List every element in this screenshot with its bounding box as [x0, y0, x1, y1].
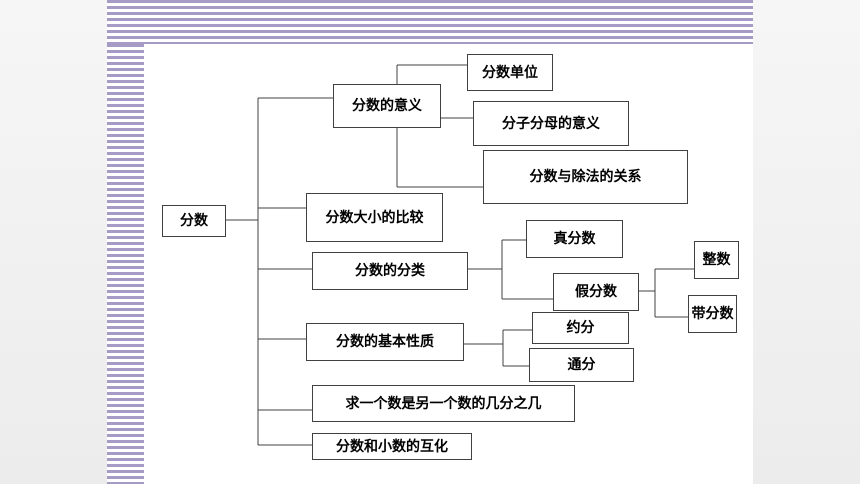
- top-stripe-decoration: [107, 0, 753, 44]
- node-proper-fraction: 真分数: [526, 220, 623, 258]
- node-improper-fraction: 假分数: [553, 273, 639, 311]
- node-division-relation: 分数与除法的关系: [483, 150, 688, 204]
- left-stripe-decoration: [107, 44, 144, 484]
- node-compare: 分数大小的比较: [306, 193, 443, 242]
- node-basic-property: 分数的基本性质: [306, 323, 464, 361]
- node-reduce: 约分: [532, 312, 629, 344]
- node-numerator-denominator: 分子分母的意义: [473, 101, 629, 146]
- node-integer: 整数: [694, 241, 739, 279]
- node-mixed-number: 带分数: [688, 295, 737, 333]
- node-fraction-decimal-conversion: 分数和小数的互化: [312, 433, 472, 460]
- node-classify: 分数的分类: [312, 252, 468, 290]
- node-fraction-root: 分数: [162, 205, 226, 237]
- node-fraction-of-number: 求一个数是另一个数的几分之几: [312, 385, 575, 422]
- node-common-denominator: 通分: [529, 348, 634, 382]
- node-meaning: 分数的意义: [333, 84, 441, 128]
- node-unit: 分数单位: [467, 54, 553, 91]
